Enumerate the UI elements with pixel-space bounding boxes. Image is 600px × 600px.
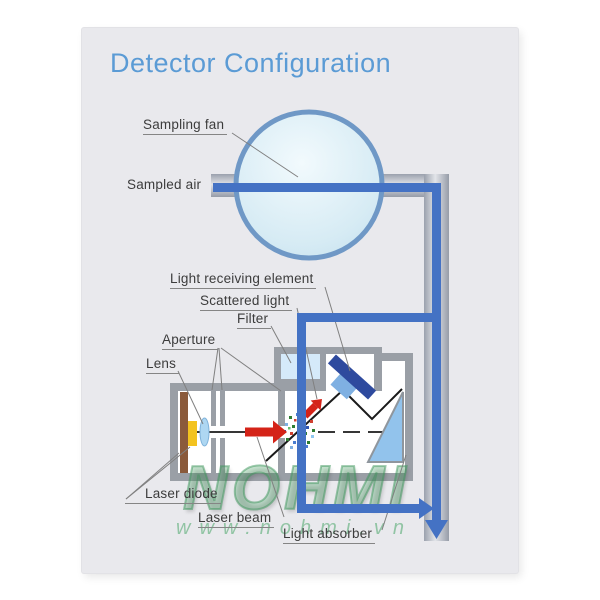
label-laser-beam: Laser beam xyxy=(198,510,275,528)
label-filter: Filter xyxy=(237,311,272,329)
label-aperture: Aperture xyxy=(162,332,219,350)
label-lens: Lens xyxy=(146,356,180,374)
label-sampling-fan: Sampling fan xyxy=(143,117,228,135)
label-light-absorber: Light absorber xyxy=(283,526,376,544)
label-light-receiving-element: Light receiving element xyxy=(170,271,317,289)
label-scattered-light: Scattered light xyxy=(200,293,293,311)
label-laser-diode: Laser diode xyxy=(125,486,221,504)
label-sampled-air: Sampled air xyxy=(127,177,202,192)
watermark-domain: www.nohmi.vn xyxy=(176,517,413,539)
page-title: Detector Configuration xyxy=(110,48,392,78)
